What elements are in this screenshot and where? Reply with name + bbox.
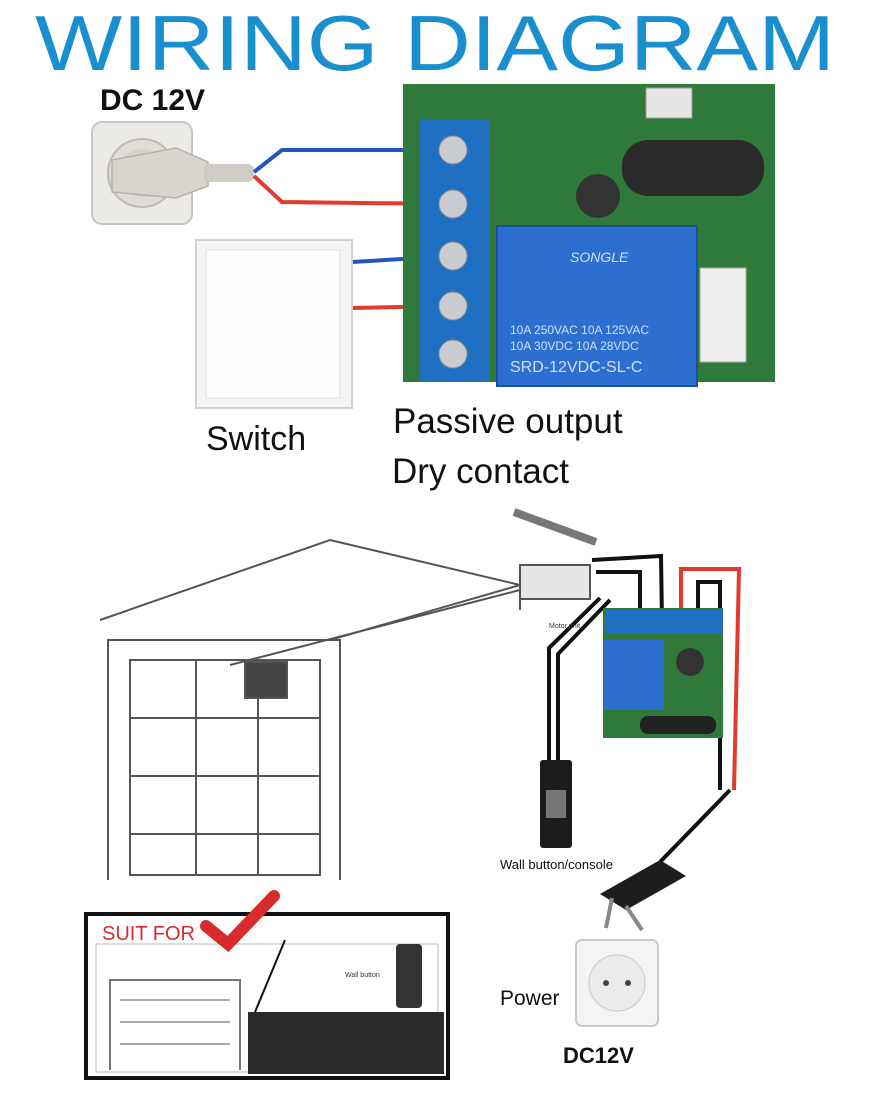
plug-icon [600, 860, 686, 932]
plug-icon [111, 147, 254, 199]
relay-module-small-icon [603, 608, 723, 738]
garage-door-icon [99, 538, 521, 880]
garage-wiring-illustration [84, 508, 742, 1080]
dc12v-label: DC 12V [100, 84, 206, 117]
dc12v-bottom-label: DC12V [563, 1043, 634, 1068]
svg-text:10A 250VAC 10A 125VAC: 10A 250VAC 10A 125VAC [510, 323, 649, 337]
wall-button-small-label: Wall button [345, 972, 380, 979]
power-label: Power [500, 987, 560, 1010]
title-text: WIRING DIAGRAM [35, 0, 835, 80]
wall-button-icon [540, 760, 572, 848]
motor-unit-label: Motor unit [549, 623, 581, 630]
switch-label: Switch [206, 420, 307, 458]
suit-for-inset [84, 890, 450, 1080]
svg-text:10A 30VDC 10A 28VDC: 10A 30VDC 10A 28VDC [510, 339, 639, 353]
relay-module-icon: SONGLE 10A 250VAC 10A 125VAC 10A 30VDC 1… [403, 84, 775, 387]
dry-contact-label: Dry contact [392, 452, 569, 491]
top-wiring-illustration: SONGLE 10A 250VAC 10A 125VAC 10A 30VDC 1… [91, 84, 775, 409]
wall-switch-icon [195, 239, 353, 409]
motor-unit-icon [512, 508, 598, 600]
checkmark-icon [200, 890, 280, 953]
page-title: WIRING DIAGRAM [35, 0, 835, 80]
wall-socket-icon [575, 939, 659, 1027]
wall-button-console-label: Wall button/console [500, 857, 613, 872]
suit-for-label: SUIT FOR [102, 923, 195, 945]
passive-output-label: Passive output [393, 402, 623, 441]
svg-text:SONGLE: SONGLE [570, 249, 629, 265]
svg-text:SRD-12VDC-SL-C: SRD-12VDC-SL-C [510, 359, 642, 376]
